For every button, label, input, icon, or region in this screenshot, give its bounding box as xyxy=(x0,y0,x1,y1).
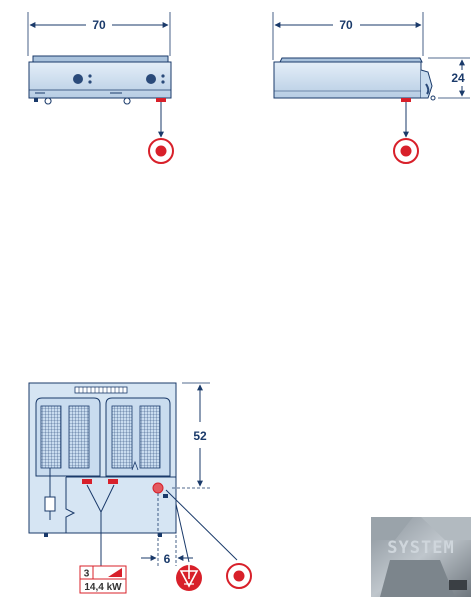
drain-icon xyxy=(176,565,202,591)
side-width-dimension: 70 xyxy=(339,18,353,32)
side-view: 70 24 xyxy=(272,12,470,164)
top-depth-dimension: 52 xyxy=(193,429,207,443)
offset-dimension: 6 xyxy=(164,552,171,566)
side-height-dimension: 24 xyxy=(451,71,465,85)
electric-connector xyxy=(156,98,166,102)
electric-connection-icon xyxy=(393,138,419,164)
electric-connection-icon xyxy=(226,563,252,589)
power-label: 3 14,4 kW xyxy=(79,565,127,594)
electric-connection-icon xyxy=(148,138,174,164)
power-value: 14,4 kW xyxy=(84,582,122,593)
top-connector xyxy=(152,482,164,494)
right-knob xyxy=(146,74,156,84)
top-view: 52 6 3 14,4 kW xyxy=(28,382,252,594)
front-width-dimension: 70 xyxy=(92,18,106,32)
phase-label: 3 xyxy=(84,569,90,580)
left-knob xyxy=(73,74,83,84)
front-view: 70 xyxy=(27,12,174,164)
logo-text: SYSTEM xyxy=(387,538,454,558)
brand-logo: SYSTEM xyxy=(371,517,471,597)
